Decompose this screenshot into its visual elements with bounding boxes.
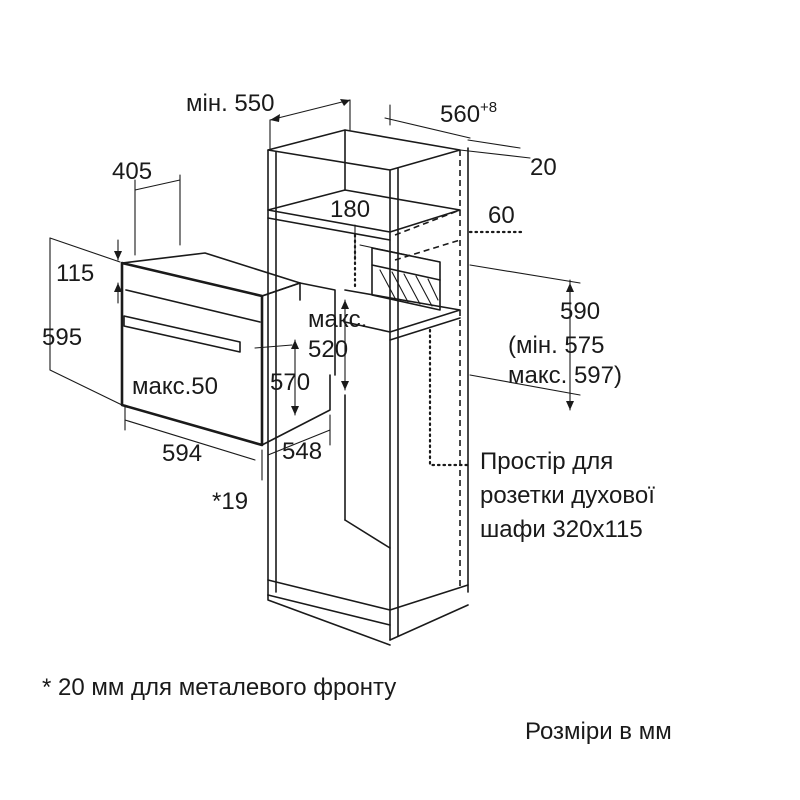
dim-560-value: 560 <box>440 101 481 128</box>
dimension-arrowheads <box>114 99 574 415</box>
dim-405: 405 <box>112 158 153 185</box>
dimension-lines <box>49 99 581 481</box>
dim-60: 60 <box>488 202 515 229</box>
socket-note-line1: Простір для <box>480 448 614 475</box>
dim-115: 115 <box>56 260 95 287</box>
dim-min-550: мін. 550 <box>186 90 275 117</box>
dim-560: 560+8 <box>440 100 497 127</box>
dim-max-597: макс. 597) <box>508 362 622 389</box>
dim-548: 548 <box>282 438 323 465</box>
oven-drawing <box>120 252 336 447</box>
cabinet-drawing <box>267 129 469 646</box>
dim-560-tolerance: +8 <box>480 99 498 116</box>
dim-520: 520 <box>308 336 349 363</box>
socket-note-line2: розетки духової <box>480 482 655 509</box>
footnote-metal-front: * 20 мм для металевого фронту <box>42 674 397 701</box>
dim-max-50: макс.50 <box>132 373 218 400</box>
dim-max-label: макс. <box>308 306 368 333</box>
dim-590: 590 <box>560 298 601 325</box>
dim-595: 595 <box>42 324 83 351</box>
dim-180: 180 <box>330 196 371 223</box>
dim-570: 570 <box>270 369 311 396</box>
dim-594: 594 <box>162 440 203 467</box>
socket-note-line3: шафи 320x115 <box>480 516 643 543</box>
dim-star-19: *19 <box>212 488 249 515</box>
units-note: Розміри в мм <box>525 718 672 745</box>
dim-min-575: (мін. 575 <box>508 332 605 359</box>
dim-20: 20 <box>530 154 557 181</box>
